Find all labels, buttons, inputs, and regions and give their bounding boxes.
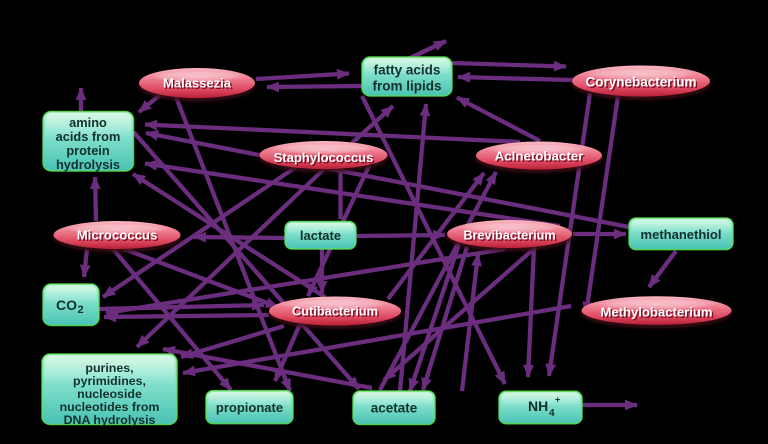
svg-text:acetate: acetate xyxy=(371,401,418,416)
svg-text:AcInetobacter: AcInetobacter xyxy=(496,150,585,165)
svg-text:propionate: propionate xyxy=(216,400,283,415)
svg-text:Cutibacterium: Cutibacterium xyxy=(292,303,378,318)
svg-text:purines,: purines, xyxy=(85,361,133,375)
svg-text:+: + xyxy=(555,395,560,405)
svg-text:Staphylococcus: Staphylococcus xyxy=(275,152,375,167)
svg-text:hydrolysis: hydrolysis xyxy=(56,157,120,172)
svg-text:4: 4 xyxy=(549,408,555,419)
svg-text:Malassezia: Malassezia xyxy=(165,77,234,92)
svg-text:methanethiol: methanethiol xyxy=(641,227,722,242)
svg-text:Corynebacterium: Corynebacterium xyxy=(587,76,698,91)
svg-text:CO: CO xyxy=(56,297,77,313)
svg-text:nucleotides from: nucleotides from xyxy=(60,400,160,414)
svg-text:Micrococcus: Micrococcus xyxy=(77,228,158,243)
svg-text:amino: amino xyxy=(69,115,107,130)
svg-text:pyrimidines,: pyrimidines, xyxy=(73,374,146,388)
svg-text:Malassezia: Malassezia xyxy=(163,76,232,91)
svg-text:fatty acids: fatty acids xyxy=(374,63,441,78)
svg-text:from lipids: from lipids xyxy=(372,79,441,94)
svg-text:2: 2 xyxy=(78,304,84,316)
svg-text:Cutibacterium: Cutibacterium xyxy=(293,305,379,320)
svg-text:lactate: lactate xyxy=(300,228,341,243)
svg-text:protein: protein xyxy=(66,143,110,158)
svg-text:acids from: acids from xyxy=(56,129,121,144)
svg-text:Staphylococcus: Staphylococcus xyxy=(274,150,374,165)
svg-text:Methylobacterium: Methylobacterium xyxy=(602,306,714,321)
svg-text:Methylobacterium: Methylobacterium xyxy=(600,304,712,319)
svg-text:Corynebacterium: Corynebacterium xyxy=(585,74,696,89)
svg-text:DNA hydrolysis: DNA hydrolysis xyxy=(64,413,156,427)
svg-text:Brevibacterium: Brevibacterium xyxy=(465,230,557,244)
svg-text:AcInetobacter: AcInetobacter xyxy=(495,149,584,164)
svg-text:nucleoside: nucleoside xyxy=(77,387,142,401)
svg-text:Brevibacterium: Brevibacterium xyxy=(463,228,555,242)
svg-text:Micrococcus: Micrococcus xyxy=(78,229,159,244)
svg-text:NH: NH xyxy=(528,398,548,414)
